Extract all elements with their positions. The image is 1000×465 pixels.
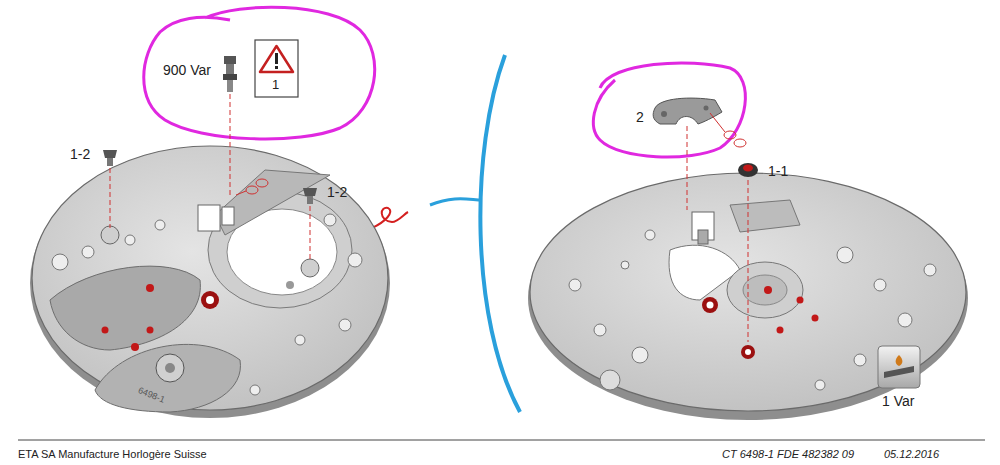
marker-loop <box>593 63 745 157</box>
footer-text: ETA SA Manufacture Horlogère Suisse <box>18 449 207 460</box>
part-label: 2 <box>636 110 644 124</box>
pen-mark <box>372 208 408 228</box>
footer-date: 05.12.2016 <box>884 449 939 460</box>
lever-2 <box>653 98 746 210</box>
footer-rule <box>18 440 985 441</box>
divider-bracket <box>480 55 520 412</box>
callout-number: 1 <box>272 78 279 91</box>
part-label: 900 Var <box>163 63 211 77</box>
screw-1-2 <box>103 150 317 262</box>
divider-bracket <box>430 199 482 205</box>
oil-icon <box>878 346 920 388</box>
warning-symbol <box>255 40 298 97</box>
marker-loop <box>144 7 375 139</box>
part-label: 1-1 <box>768 164 788 178</box>
main-plate-bridge-side <box>528 173 968 420</box>
jewel-1-1 <box>738 163 758 342</box>
part-label: 1-2 <box>70 147 90 161</box>
main-plate-dial-side <box>30 146 390 418</box>
part-label: 1-2 <box>327 185 347 199</box>
lubricant-label: 1 Var <box>882 394 914 408</box>
document-code: CT 6498-1 FDE 482382 09 <box>722 449 854 460</box>
